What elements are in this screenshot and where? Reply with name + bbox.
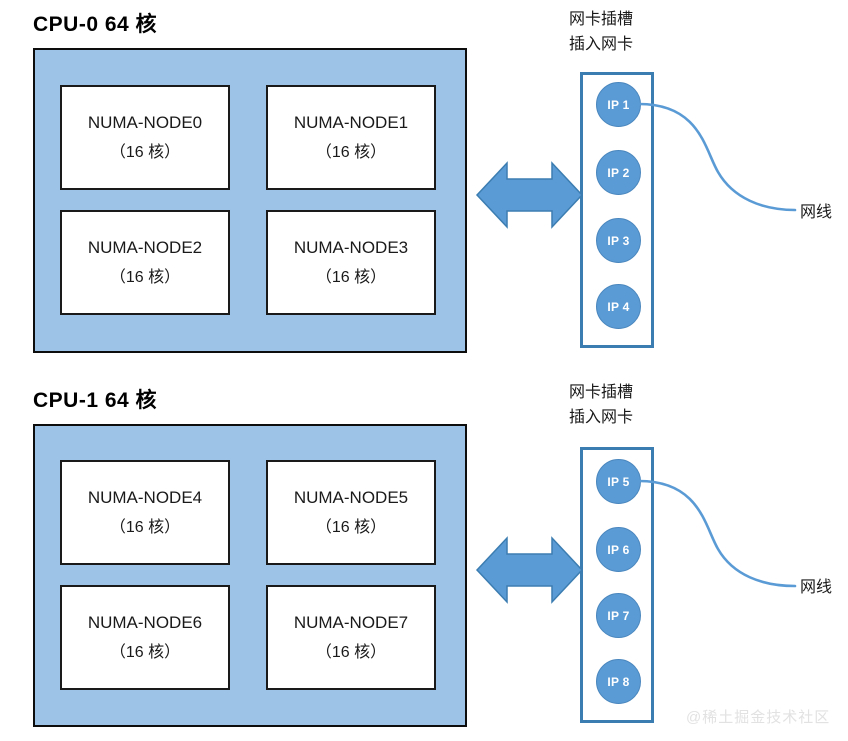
numa-node-name: NUMA-NODE3 xyxy=(293,238,409,257)
ip-port-circle[interactable]: IP 2 xyxy=(596,150,641,195)
numa-node-name: NUMA-NODE2 xyxy=(87,238,203,257)
numa-node-cores: （16 核） xyxy=(109,144,181,161)
numa-node-box: NUMA-NODE5 （16 核） xyxy=(266,460,436,565)
numa-node-name: NUMA-NODE6 xyxy=(87,613,203,632)
nic-slot-label-line2: 插入网卡 xyxy=(569,409,634,426)
ip-port-circle[interactable]: IP 7 xyxy=(596,593,641,638)
numa-node-name: NUMA-NODE4 xyxy=(87,488,203,507)
numa-node-cores: （16 核） xyxy=(315,519,387,536)
network-cable-label: 网线 xyxy=(800,204,833,221)
nic-slot-label-line2: 插入网卡 xyxy=(569,36,634,53)
numa-node-cores: （16 核） xyxy=(315,144,387,161)
ip-port-circle[interactable]: IP 5 xyxy=(596,459,641,504)
numa-node-box: NUMA-NODE1 （16 核） xyxy=(266,85,436,190)
numa-node-cores: （16 核） xyxy=(109,519,181,536)
bidirectional-arrow-icon xyxy=(475,536,584,604)
ip-port-circle[interactable]: IP 3 xyxy=(596,218,641,263)
cpu-1-title: CPU-1 64 核 xyxy=(33,389,158,412)
numa-node-box: NUMA-NODE0 （16 核） xyxy=(60,85,230,190)
cpu-0-title: CPU-0 64 核 xyxy=(33,13,158,36)
numa-node-box: NUMA-NODE4 （16 核） xyxy=(60,460,230,565)
nic-slot-label-line1: 网卡插槽 xyxy=(569,11,634,28)
numa-node-name: NUMA-NODE5 xyxy=(293,488,409,507)
nic-slot-label-line1: 网卡插槽 xyxy=(569,384,634,401)
numa-node-box: NUMA-NODE3 （16 核） xyxy=(266,210,436,315)
numa-node-name: NUMA-NODE1 xyxy=(293,113,409,132)
numa-node-name: NUMA-NODE7 xyxy=(293,613,409,632)
numa-node-cores: （16 核） xyxy=(109,269,181,286)
network-cable-line xyxy=(637,102,797,212)
numa-node-box: NUMA-NODE2 （16 核） xyxy=(60,210,230,315)
ip-port-circle[interactable]: IP 8 xyxy=(596,659,641,704)
ip-port-circle[interactable]: IP 1 xyxy=(596,82,641,127)
network-cable-label: 网线 xyxy=(800,579,833,596)
ip-port-circle[interactable]: IP 4 xyxy=(596,284,641,329)
numa-node-box: NUMA-NODE7 （16 核） xyxy=(266,585,436,690)
watermark: @稀土掘金技术社区 xyxy=(686,709,831,726)
numa-node-name: NUMA-NODE0 xyxy=(87,113,203,132)
bidirectional-arrow-icon xyxy=(475,161,584,229)
ip-port-circle[interactable]: IP 6 xyxy=(596,527,641,572)
numa-node-box: NUMA-NODE6 （16 核） xyxy=(60,585,230,690)
numa-node-cores: （16 核） xyxy=(315,269,387,286)
network-cable-line xyxy=(637,479,797,588)
numa-node-cores: （16 核） xyxy=(315,644,387,661)
numa-node-cores: （16 核） xyxy=(109,644,181,661)
